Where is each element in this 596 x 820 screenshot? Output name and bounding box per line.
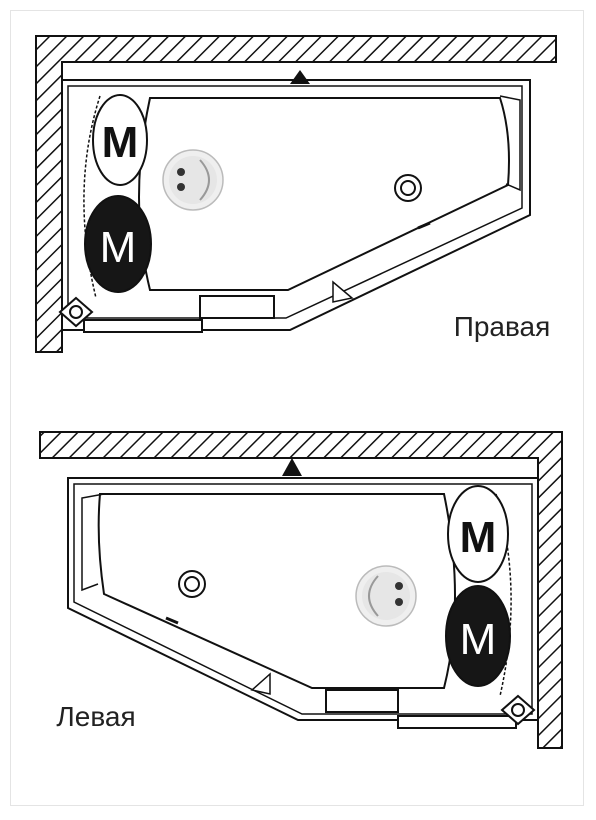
left-massage-dark-label: M: [460, 615, 497, 664]
right-massage-light-label: M: [102, 118, 139, 167]
left-panel-rect: [325, 689, 399, 713]
left-drain-icon: [178, 570, 206, 598]
right-corner-valve-icon: [58, 296, 94, 328]
right-headrest-dark: [84, 195, 152, 293]
right-headrest-light: [92, 94, 148, 186]
left-headrest-light: [447, 485, 509, 583]
left-variant-label: Левая: [56, 701, 135, 732]
right-variant-label: Правая: [454, 311, 551, 342]
right-panel-rect: [199, 295, 275, 319]
left-drain-triangle-icon: [282, 458, 302, 476]
left-smiley-icon: [355, 565, 417, 627]
right-valve-bar: [83, 319, 203, 333]
image-frame: [10, 10, 584, 806]
left-corner-valve-icon: [500, 694, 536, 726]
left-headrest-dark: [445, 585, 511, 687]
right-smiley-icon: [162, 149, 224, 211]
right-drain-triangle-icon: [290, 70, 310, 84]
right-variant-diagram: M M Правая: [35, 35, 557, 353]
right-drain-icon: [394, 174, 422, 202]
left-valve-bar: [397, 715, 517, 729]
left-massage-light-label: M: [460, 513, 497, 562]
right-massage-dark-label: M: [100, 223, 137, 272]
left-variant-diagram: M M Левая: [39, 431, 563, 749]
